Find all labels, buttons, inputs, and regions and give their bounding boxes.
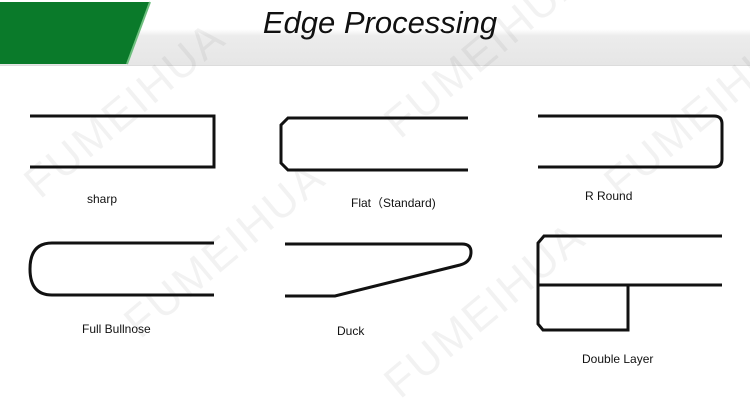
- edge-double-layer-shape: [536, 234, 722, 332]
- edge-label-double-layer: Double Layer: [582, 352, 654, 366]
- edge-r-round-shape: [538, 114, 724, 169]
- edge-label-full-bullnose: Full Bullnose: [82, 322, 151, 336]
- page-title: Edge Processing: [262, 5, 498, 40]
- edge-label-duck: Duck: [337, 324, 365, 338]
- edge-sharp-shape: [30, 114, 216, 169]
- edge-label-r-round: R Round: [585, 189, 633, 203]
- header-green-tab: [0, 1, 151, 65]
- edge-label-flat: Flat（Standard): [351, 196, 436, 210]
- edge-full-bullnose-shape: [28, 241, 214, 297]
- header-bar: Edge Processing: [0, 0, 750, 66]
- edge-duck-shape: [285, 242, 473, 298]
- edge-label-sharp: sharp: [87, 192, 118, 206]
- edge-flat-shape: [279, 116, 468, 172]
